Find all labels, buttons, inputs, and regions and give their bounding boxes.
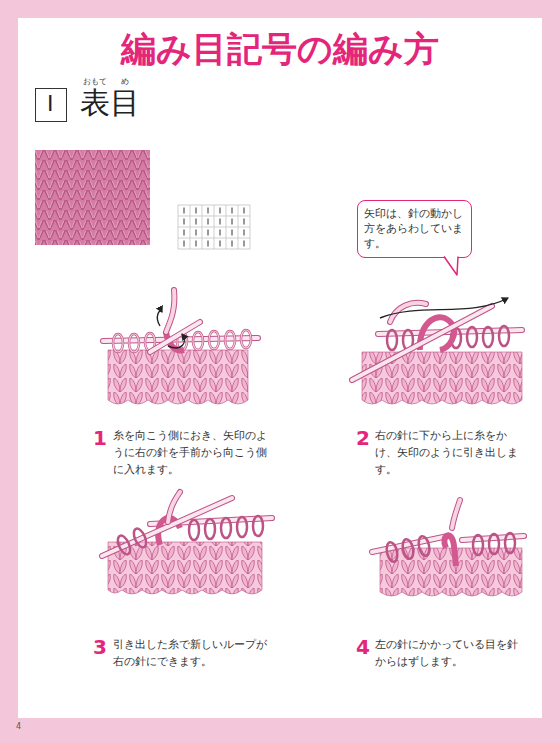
knit-illustration-3-part-part: [237, 517, 247, 537]
knit-illustration-4-part-part: [385, 541, 399, 563]
page-artwork-part-part: [178, 205, 250, 249]
knit-illustration-4-part-part: [505, 533, 515, 553]
knit-illustration-3-part-part: [205, 519, 215, 539]
knit-illustration-1-part-part: [113, 334, 123, 352]
knit-illustration-3-part: [168, 492, 180, 522]
knit-illustration-4-part-part: [417, 535, 431, 557]
step-text: 右の針に下から上に糸をかけ、矢印のように引き出します。: [375, 427, 525, 478]
knit-illustration-3-part: [102, 498, 232, 556]
knit-illustration-2-part: [380, 298, 508, 318]
knit-illustration-3-part-part: [253, 516, 263, 536]
step-number: 1: [93, 427, 107, 449]
knit-illustration-3-part: [189, 516, 263, 540]
knit-illustration-3-part: [115, 527, 148, 556]
knit-illustration-1-part: [150, 322, 200, 352]
knit-illustration-4-part: [372, 536, 448, 552]
knit-illustration-4-part: [452, 500, 460, 528]
step-number: 3: [93, 636, 107, 658]
knit-illustration-2-part-part: [483, 327, 493, 347]
ruby-reading: め: [110, 78, 140, 86]
knit-illustration-4-part: [372, 536, 448, 552]
page-artwork-part-part: [184, 208, 244, 214]
page-artwork-part-part: [184, 241, 244, 247]
knit-illustration-1-part: [168, 334, 184, 348]
knit-illustration-4: [372, 500, 524, 596]
knit-illustration-1-part: [157, 311, 162, 326]
section-heading: 表目: [80, 86, 140, 119]
knit-illustration-2-part: [390, 303, 426, 322]
knit-illustration-1-part: [108, 350, 248, 404]
knit-illustration-2-part-part: [467, 327, 477, 347]
page-artwork-part-part: [184, 230, 244, 236]
step-text: 左の針にかかっている目を針からはずします。: [375, 636, 527, 670]
knit-illustration-1-part: [166, 290, 174, 332]
page-artwork-part: [184, 208, 244, 247]
knit-illustration-1-part: [150, 322, 200, 352]
knit-illustration-3: [102, 492, 272, 594]
page-artwork-part-part: [184, 219, 244, 225]
node-text: I: [47, 91, 55, 117]
speech-bubble: 矢印は、針の動かし方をあらわしています。: [357, 200, 472, 258]
page-artwork-part: [178, 205, 250, 249]
knit-illustration-1-part-part: [241, 330, 251, 348]
ruby-reading: おもて: [80, 78, 110, 86]
knit-illustration-1-part-part: [193, 332, 203, 350]
knit-illustration-1-part: [166, 290, 174, 332]
knit-illustration-1-part-part: [209, 331, 219, 349]
knit-illustration-3-part: [102, 498, 232, 556]
knit-illustration-4-part-part: [489, 534, 499, 554]
knit-illustration-1-part-part: [113, 334, 123, 352]
page-artwork-part: [18, 18, 542, 718]
node-text: 矢印は、針の動かし方をあらわしています。: [364, 206, 464, 251]
knit-illustration-3-part: [168, 492, 180, 522]
knit-illustration-1: [103, 290, 258, 404]
knit-illustration-3-part-part: [131, 527, 148, 549]
bubble-tail-part: [444, 255, 458, 275]
knit-illustration-1-part-part: [129, 334, 139, 352]
knit-illustration-3-part-part: [189, 520, 199, 540]
knit-illustration-1-part-part: [129, 334, 139, 352]
knit-illustration-4-part-part: [473, 535, 483, 555]
section-number-box: I: [35, 88, 67, 122]
page-artwork-part-part: [178, 205, 250, 249]
knit-illustration-3-part-part: [115, 534, 132, 556]
page-title: 編み目記号の編み方: [0, 28, 560, 70]
knit-illustration-2-part-part: [499, 326, 509, 346]
knit-illustration-3-part-part: [221, 518, 231, 538]
knit-illustration-4-part: [380, 548, 522, 596]
knit-illustration-1-part-part: [241, 330, 251, 348]
knit-illustration-2-part: [352, 306, 492, 380]
page-artwork-part: [35, 150, 150, 245]
page-number: 4: [16, 723, 21, 731]
bubble-tail: [443, 255, 463, 277]
knit-illustration-2-part: [352, 306, 492, 380]
knit-illustration-4-part: [452, 500, 460, 528]
knit-illustration-4-part: [444, 535, 456, 566]
knit-illustration-1-part-part: [225, 331, 235, 349]
knit-illustration-1-part-part: [209, 331, 219, 349]
knit-illustration-1-part-part: [225, 331, 235, 349]
knit-illustration-4-part: [385, 535, 431, 563]
knit-illustration-2-part-part: [387, 330, 397, 350]
knit-illustration-2-part: [390, 303, 426, 322]
knit-illustration-4-part-part: [401, 538, 415, 560]
knit-illustration-4-part: [473, 533, 515, 555]
step-number: 4: [356, 636, 370, 658]
knit-illustration-1-part-part: [193, 332, 203, 350]
step-number: 2: [356, 427, 370, 449]
knit-illustration-2: [352, 298, 522, 404]
step-text: 糸を向こう側におき、矢印のように右の針を手前から向こう側に入れます。: [113, 427, 270, 478]
step-text: 引き出した糸で新しいループが右の針にできます。: [113, 636, 275, 670]
bubble-tail-part: [444, 257, 458, 276]
